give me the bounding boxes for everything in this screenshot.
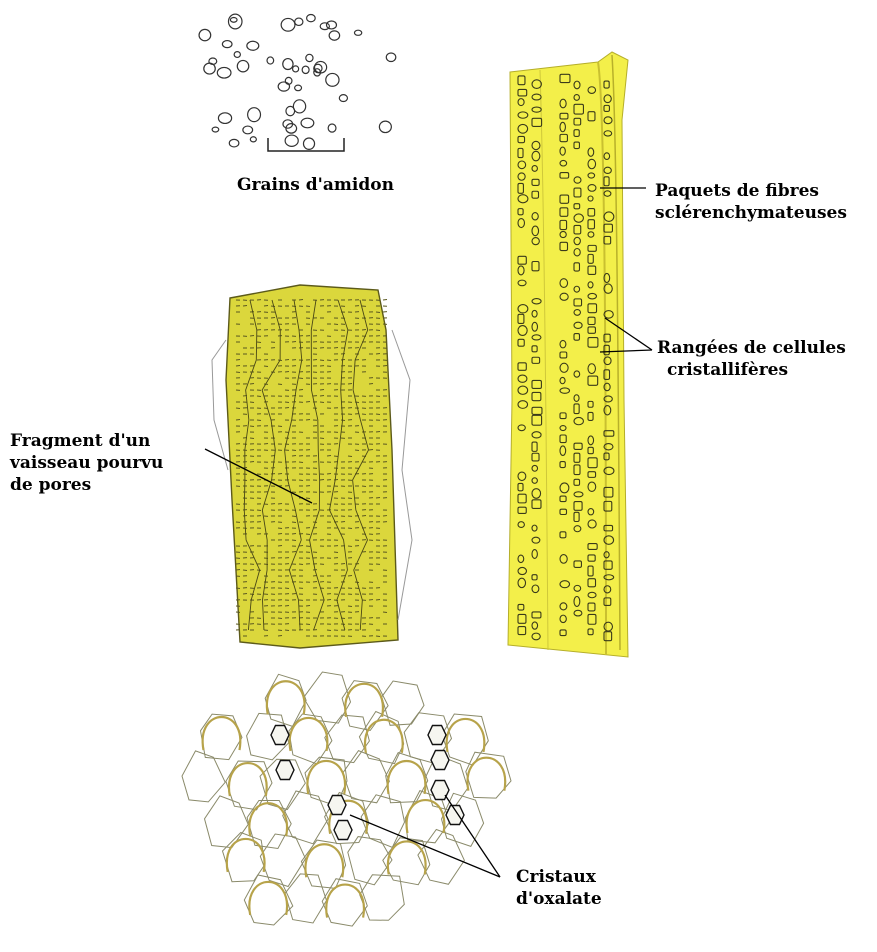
tissue-wall (447, 719, 485, 752)
oxalate-crystal (431, 751, 449, 770)
starch-grain (320, 23, 329, 30)
label-oxalate: Cristaux d'oxalate (516, 866, 602, 910)
starch-grain (222, 41, 232, 48)
tissue-wall (290, 718, 328, 751)
oxalate-crystal (276, 761, 294, 780)
starch-grain (217, 67, 231, 78)
starch-grain (234, 52, 240, 58)
starch-grain (302, 66, 309, 73)
label-starch-grains: Grains d'amidon (237, 174, 394, 196)
tissue-wall (203, 717, 241, 750)
starch-grain (326, 73, 339, 86)
tissue-wall (388, 841, 426, 874)
starch-grain (267, 57, 274, 64)
tissue-wall (307, 761, 345, 794)
label-oxalate-line-2: d'oxalate (516, 888, 602, 910)
starch-grain (230, 18, 237, 23)
starch-grain (303, 138, 314, 149)
label-crystal-rows-line-1: Rangées de cellules (657, 337, 846, 359)
fiber-bundle-illustration (508, 52, 628, 657)
starch-grain (283, 59, 293, 70)
oxalate-crystal (428, 726, 446, 745)
starch-grain (199, 29, 211, 40)
oxalate-crystal (334, 821, 352, 840)
tissue-wall (365, 720, 403, 753)
starch-grain (243, 126, 253, 134)
starch-grain (306, 54, 313, 61)
starch-grain (354, 30, 361, 35)
label-fibers: Paquets de fibres sclérenchymateuses (655, 180, 847, 224)
starch-grain (247, 41, 259, 50)
vessel-fragment-illustration (212, 285, 412, 648)
tissue-wall (305, 844, 343, 877)
oxalate-tissue-illustration (182, 672, 511, 926)
tissue-cell (382, 681, 424, 725)
tissue-cell (348, 837, 392, 885)
starch-grain (295, 18, 303, 25)
label-fibers-line-1: Paquets de fibres (655, 180, 847, 202)
starch-grain (293, 66, 299, 72)
tissue-cell (360, 875, 405, 921)
starch-grain (379, 121, 391, 132)
label-vessel-line-1: Fragment d'un (10, 430, 163, 452)
label-vessel-line-2: vaisseau pourvu (10, 452, 163, 474)
oxalate-crystal (328, 796, 346, 815)
tissue-wall (468, 758, 506, 791)
tissue-cell (260, 834, 305, 887)
starch-grains-illustration (199, 14, 396, 149)
starch-grain (218, 113, 231, 124)
starch-grain (339, 95, 347, 102)
starch-grain (212, 127, 219, 132)
starch-grain (295, 85, 302, 91)
starch-grain (293, 100, 305, 113)
starch-grain (250, 137, 256, 142)
label-crystal-rows: Rangées de cellules cristallifères (657, 337, 846, 381)
starch-grain (229, 139, 239, 147)
label-starch-text: Grains d'amidon (237, 174, 394, 196)
tissue-wall (249, 882, 287, 915)
tissue-wall (267, 681, 305, 714)
label-vessel-line-3: de pores (10, 474, 163, 496)
tissue-wall (249, 803, 287, 836)
starch-grain (329, 31, 339, 40)
starch-grain (281, 18, 295, 31)
tissue-cell (322, 879, 367, 926)
starch-grain (326, 21, 336, 29)
label-vessel: Fragment d'un vaisseau pourvu de pores (10, 430, 163, 496)
tissue-wall (407, 800, 445, 833)
starch-grain (301, 118, 314, 128)
starch-grain (237, 60, 248, 71)
label-crystal-rows-line-2: cristallifères (657, 359, 846, 381)
tissue-cell (343, 751, 390, 803)
tissue-cell (301, 840, 345, 888)
starch-grain (248, 108, 261, 122)
tissue-cell (201, 714, 243, 760)
label-oxalate-line-1: Cristaux (516, 866, 602, 888)
tissue-wall (326, 885, 364, 918)
starch-grain (328, 124, 336, 132)
starch-grain (386, 53, 396, 62)
oxalate-crystal (446, 806, 464, 825)
starch-grain (285, 135, 298, 146)
starch-grain (278, 82, 289, 91)
tissue-wall (227, 839, 265, 872)
tissue-wall (388, 761, 426, 794)
label-fibers-line-2: sclérenchymateuses (655, 202, 847, 224)
starch-grain (307, 15, 316, 22)
oxalate-crystal (271, 726, 289, 745)
